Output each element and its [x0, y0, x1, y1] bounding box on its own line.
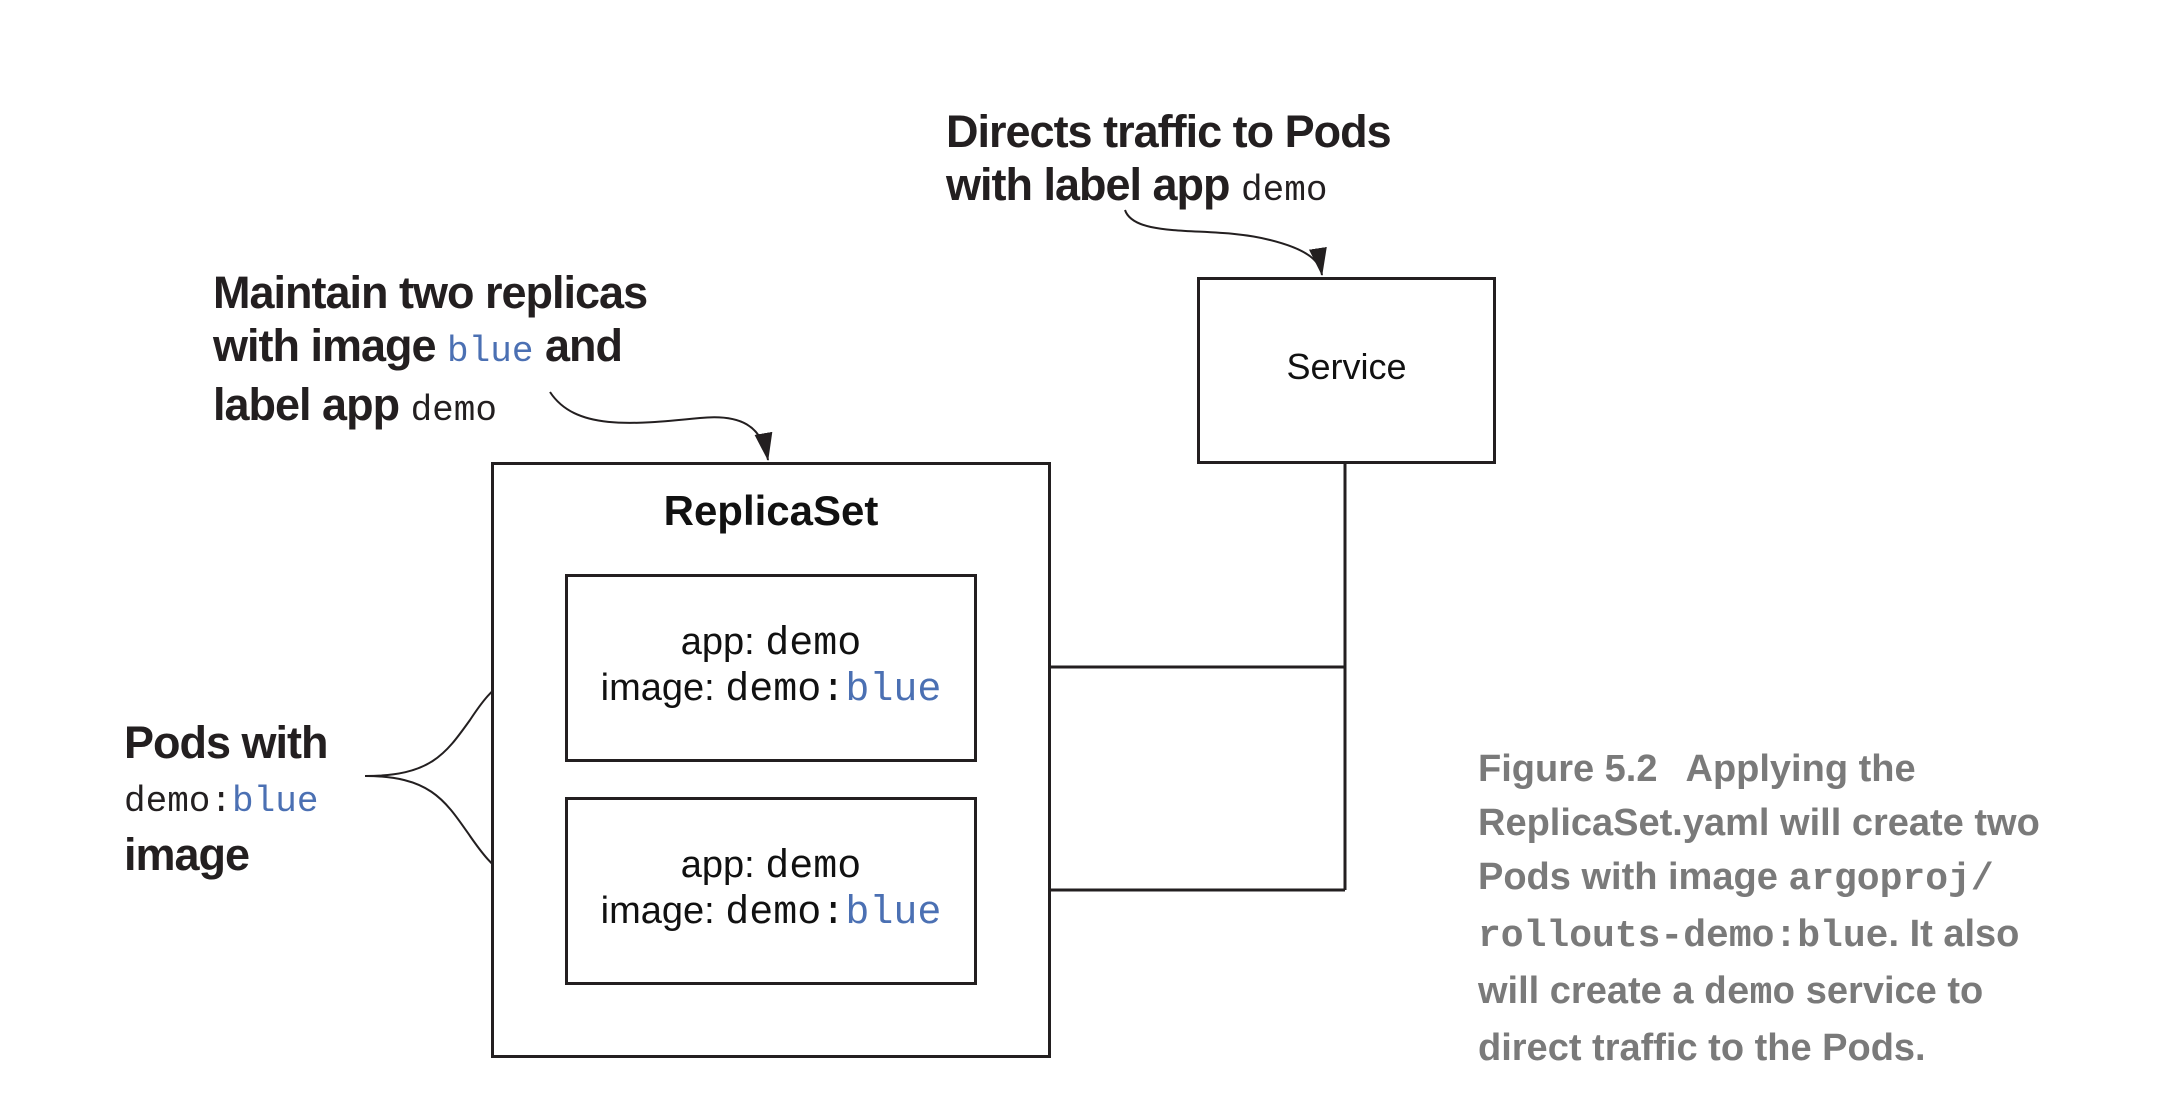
replicaset-annotation-line1: Maintain two replicas	[213, 267, 648, 318]
pod-app-line: app: demo	[680, 844, 862, 890]
caption-line3: Pods with image argoproj/	[1478, 856, 1994, 901]
pod-box: app: demo image: demo:blue	[565, 797, 977, 985]
service-label: Service	[1286, 346, 1407, 387]
pod-image-line: image: demo:blue	[600, 667, 942, 713]
caption-line6: direct traffic to the Pods.	[1478, 1027, 1926, 1069]
pods-annotation-line3: image	[124, 829, 250, 880]
figure-number: Figure 5.2	[1478, 748, 1658, 790]
replicaset-annotation: Maintain two replicas with image blue an…	[213, 266, 648, 437]
caption-line5: will create a demo service to	[1478, 970, 1984, 1015]
pod-app-line: app: demo	[680, 621, 862, 667]
service-annotation-line2: with label app demo	[946, 159, 1328, 211]
caption-line4: rollouts-demo:blue. It also	[1478, 913, 2020, 958]
pod-box: app: demo image: demo:blue	[565, 574, 977, 762]
pods-annotation-line2: demo:blue	[124, 781, 319, 822]
service-box: Service	[1197, 277, 1496, 464]
pod-image-line: image: demo:blue	[600, 890, 942, 936]
replicaset-annotation-line3: label app demo	[213, 379, 497, 431]
service-annotation: Directs traffic to Pods with label app d…	[946, 105, 1392, 217]
service-annotation-arrow	[1124, 209, 1327, 276]
service-label-code: demo	[1241, 170, 1328, 211]
replicaset-image-code: blue	[447, 331, 534, 372]
replicaset-annotation-line2: with image blue and	[213, 320, 623, 372]
pods-annotation-line1: Pods with	[124, 717, 328, 768]
caption-line2: ReplicaSet.yaml will create two	[1478, 802, 2040, 844]
service-annotation-line1: Directs traffic to Pods	[946, 106, 1392, 157]
pods-annotation: Pods with demo:blue image	[124, 716, 328, 881]
replicaset-annotation-arrow	[549, 391, 773, 461]
replicaset-label: ReplicaSet	[663, 487, 879, 534]
replicaset-label-code: demo	[410, 390, 497, 431]
